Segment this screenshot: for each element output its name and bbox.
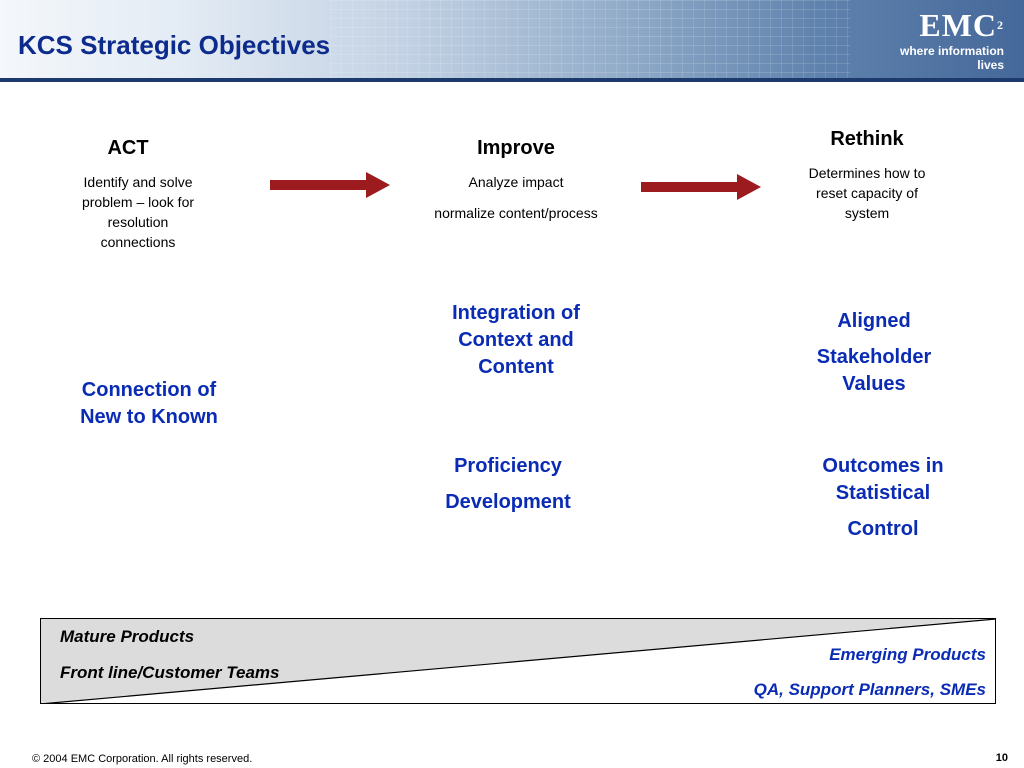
improve-desc-line: Analyze impact bbox=[468, 174, 564, 190]
product-maturity-banner: Mature Products Front line/Customer Team… bbox=[40, 618, 996, 704]
heading-act: ACT bbox=[107, 137, 149, 159]
objective-line: Values bbox=[842, 373, 906, 395]
page-number: 10 bbox=[995, 752, 1008, 764]
header-bar: KCS Strategic Objectives EMC2 where info… bbox=[0, 0, 1024, 82]
improve-desc-line: normalize content/process bbox=[434, 205, 598, 221]
objective-line: Integration of bbox=[452, 302, 580, 324]
rethink-description: Determines how to reset capacity of syst… bbox=[782, 163, 952, 223]
objective-proficiency: Proficiency Development bbox=[398, 453, 618, 516]
header-texture bbox=[330, 0, 850, 82]
objective-line: Context and bbox=[458, 329, 574, 351]
objective-line: Development bbox=[445, 491, 571, 513]
emc-logo: EMC2 where information lives bbox=[874, 8, 1004, 72]
banner-right-line2: QA, Support Planners, SMEs bbox=[753, 680, 986, 699]
objective-line: Proficiency bbox=[454, 455, 562, 477]
objective-connection: Connection of New to Known bbox=[40, 377, 258, 431]
objective-line: Aligned bbox=[837, 310, 911, 332]
objective-line: Content bbox=[478, 356, 554, 378]
rethink-desc-line: system bbox=[844, 205, 890, 221]
arrow-right-icon bbox=[270, 172, 390, 198]
act-desc-line: resolution bbox=[107, 214, 169, 230]
banner-left-line2: Front line/Customer Teams bbox=[60, 663, 280, 682]
objective-outcomes: Outcomes in Statistical Control bbox=[773, 453, 993, 543]
act-desc-line: problem – look for bbox=[81, 194, 195, 210]
copyright-text: © 2004 EMC Corporation. All rights reser… bbox=[32, 753, 253, 765]
heading-rethink: Rethink bbox=[830, 128, 904, 150]
objective-line: Statistical bbox=[835, 482, 931, 504]
arrow-right-icon bbox=[641, 174, 761, 200]
banner-right-line1: Emerging Products bbox=[829, 645, 986, 664]
header-underline bbox=[0, 78, 1024, 82]
objective-integration: Integration of Context and Content bbox=[406, 300, 626, 381]
act-desc-line: Identify and solve bbox=[83, 174, 193, 190]
page-title: KCS Strategic Objectives bbox=[18, 30, 331, 60]
banner-shape bbox=[40, 618, 996, 704]
objective-line: Outcomes in bbox=[822, 455, 944, 477]
objective-line: Connection of bbox=[81, 379, 217, 401]
rethink-desc-line: Determines how to bbox=[808, 165, 926, 181]
objective-line: Stakeholder bbox=[816, 346, 932, 368]
act-description: Identify and solve problem – look for re… bbox=[54, 172, 222, 252]
logo-tagline: where information lives bbox=[899, 44, 1004, 72]
logo-wordmark: EMC2 bbox=[919, 7, 1004, 43]
banner-left-line1: Mature Products bbox=[60, 627, 195, 646]
act-desc-line: connections bbox=[100, 234, 176, 250]
improve-description: Analyze impact normalize content/process bbox=[396, 172, 636, 223]
objective-aligned: Aligned Stakeholder Values bbox=[764, 308, 984, 398]
rethink-desc-line: reset capacity of bbox=[816, 185, 918, 201]
objective-line: New to Known bbox=[80, 406, 218, 428]
objective-line: Control bbox=[847, 518, 919, 540]
heading-improve: Improve bbox=[477, 137, 555, 159]
